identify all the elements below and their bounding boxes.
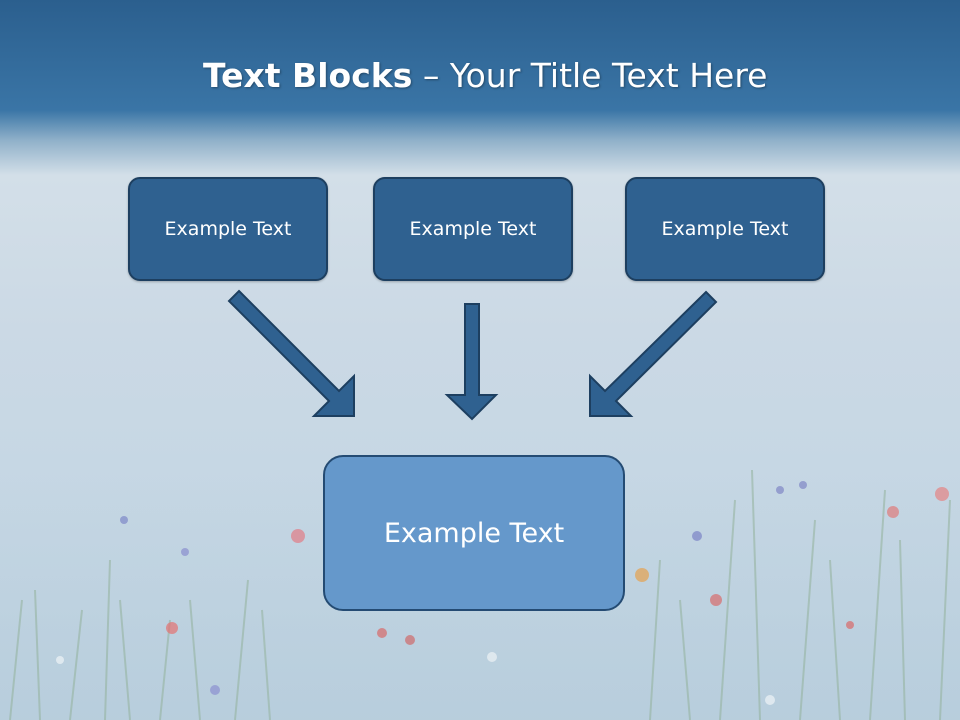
target-text-block: Example Text [323, 455, 625, 611]
slide-title: Text Blocks – Your Title Text Here [0, 52, 960, 100]
text-block-2: Example Text [373, 177, 573, 281]
text-block-1: Example Text [128, 177, 328, 281]
text-block-3: Example Text [625, 177, 825, 281]
arrow-left-icon [227, 289, 355, 417]
arrow-down-icon [444, 303, 499, 421]
title-rest: – Your Title Text Here [412, 56, 768, 95]
title-bold: Text Blocks [203, 56, 413, 95]
arrow-right-icon [589, 290, 718, 417]
